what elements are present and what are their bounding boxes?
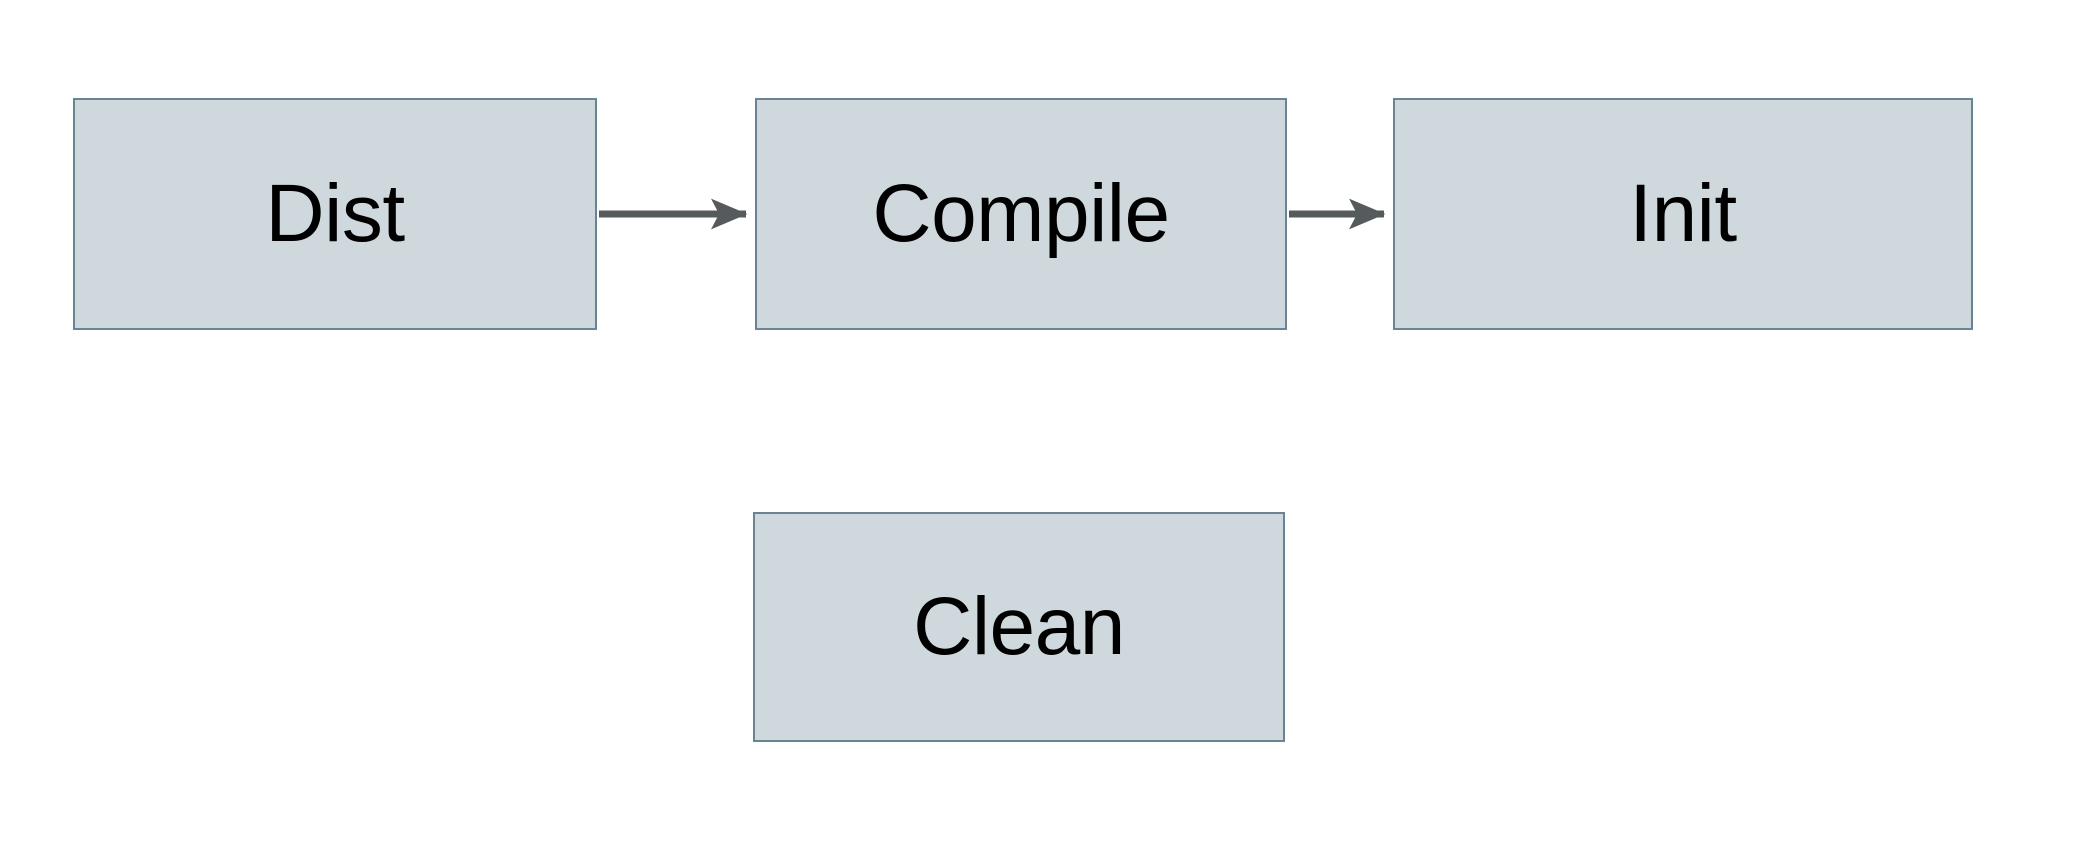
node-dist[interactable]: Dist xyxy=(73,98,597,330)
node-init-label: Init xyxy=(1629,168,1737,259)
node-clean-label: Clean xyxy=(913,581,1125,672)
node-init[interactable]: Init xyxy=(1393,98,1973,330)
node-dist-label: Dist xyxy=(265,168,405,259)
node-compile[interactable]: Compile xyxy=(755,98,1287,330)
node-clean[interactable]: Clean xyxy=(753,512,1285,742)
node-compile-label: Compile xyxy=(872,168,1170,259)
